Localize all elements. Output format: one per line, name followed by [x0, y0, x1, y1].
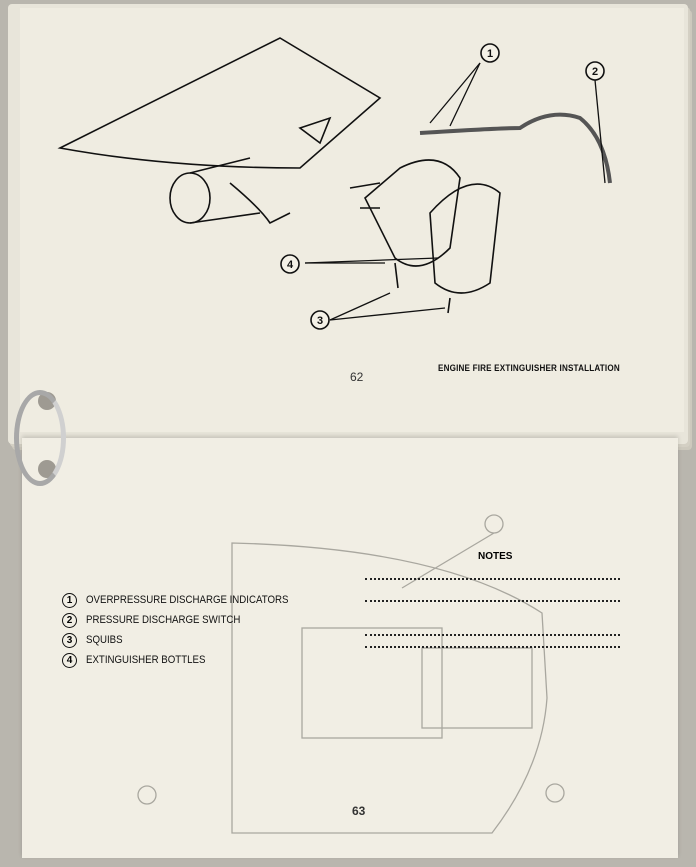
legend-number: 4	[62, 652, 77, 668]
binder-ring	[14, 390, 66, 486]
notes-title: NOTES	[478, 551, 513, 562]
legend-label: SQUIBS	[86, 634, 123, 646]
bottle-2	[429, 183, 501, 294]
page-63: NOTES 1 OVERPRESSURE DISCHARGE INDICATORS…	[22, 438, 678, 858]
callout-4	[280, 254, 300, 274]
page-number: 62	[350, 370, 364, 384]
legend-number: 3	[62, 632, 77, 648]
notes-line	[365, 634, 620, 636]
callout-2	[585, 61, 605, 81]
callout-3	[310, 310, 330, 330]
legend-item: 4 EXTINGUISHER BOTTLES	[62, 650, 316, 670]
legend-item: 2 PRESSURE DISCHARGE SWITCH	[62, 610, 316, 630]
legend-label: PRESSURE DISCHARGE SWITCH	[86, 614, 241, 626]
bottle-1	[364, 159, 461, 267]
notes-line	[365, 646, 620, 648]
notes-line	[365, 578, 620, 580]
legend-number: 2	[62, 612, 77, 628]
callout-3-label: 3	[317, 315, 323, 327]
callout-2-label: 2	[592, 66, 598, 78]
page-62: 1 2 3 4 62 ENGINE FIRE EXTINGUISHER INST…	[20, 8, 684, 432]
callout-1-label: 1	[487, 48, 493, 60]
extinguisher-diagram: 1 2 3 4	[57, 37, 612, 330]
callout-4-label: 4	[287, 259, 294, 271]
legend-item: 1 OVERPRESSURE DISCHARGE INDICATORS	[62, 590, 316, 610]
legend: 1 OVERPRESSURE DISCHARGE INDICATORS 2 PRES…	[62, 590, 316, 670]
callout-1	[480, 43, 500, 63]
legend-label: OVERPRESSURE DISCHARGE INDICATORS	[86, 594, 289, 606]
legend-number: 1	[62, 592, 77, 608]
page-number: 63	[352, 804, 366, 818]
legend-label: EXTINGUISHER BOTTLES	[86, 654, 206, 666]
engine-nacelle-outline	[57, 37, 382, 169]
notes-line	[365, 600, 620, 602]
legend-item: 3 SQUIBS	[62, 630, 316, 650]
figure-caption: ENGINE FIRE EXTINGUISHER INSTALLATION	[438, 363, 620, 373]
